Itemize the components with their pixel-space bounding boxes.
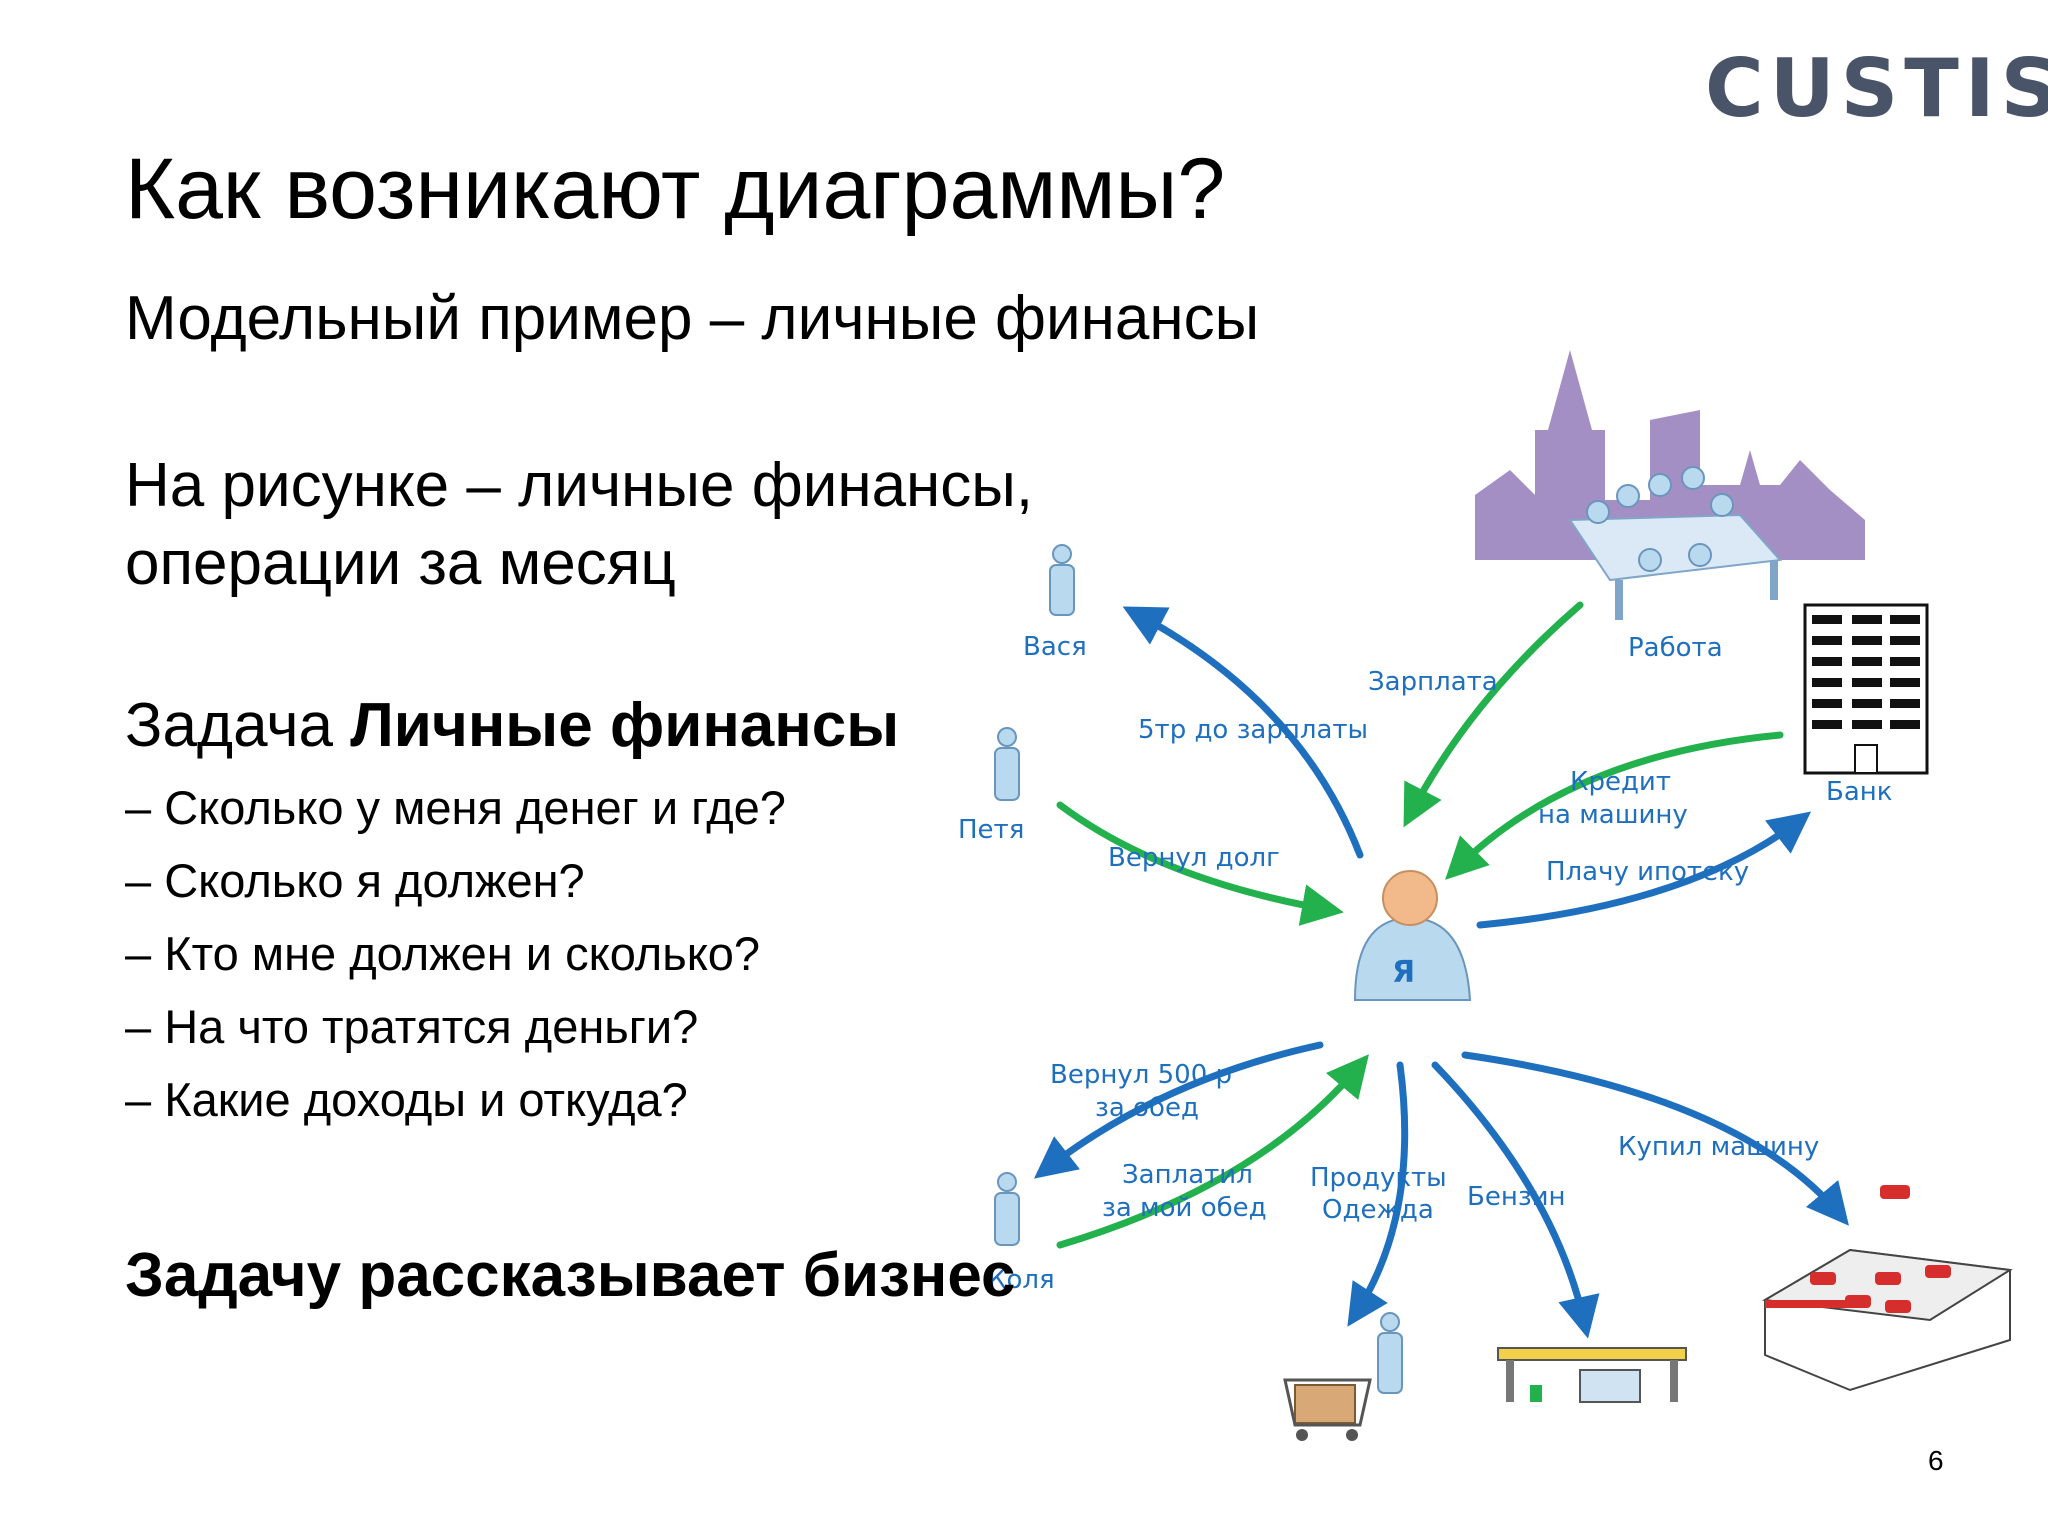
arrow-groceries [1347,1061,1409,1327]
task-prefix: Задача [125,691,334,760]
footer-statement: Задачу рассказывает бизнес [125,1241,1016,1310]
flow-label-credit-1: Кредит [1570,767,1671,797]
arrow-fuel [1431,1061,1600,1339]
node-label-petya: Петя [958,815,1024,845]
description-line-2: операции за месяц [125,529,676,598]
flow-label-groceries-1: Продукты [1310,1163,1447,1193]
flow-label-loan: 5тр до зарплаты [1138,715,1368,745]
bank-building-icon [1803,603,1929,775]
center-person-icon: Я [1353,870,1472,1001]
custis-logo: CUSTIS® [1705,42,2048,135]
flow-label-paid-lunch-1: Заплатил [1122,1160,1253,1190]
node-label-kolya: Коля [988,1265,1055,1295]
city-skyline-icon [1475,350,1865,560]
question-item: – На что тратятся деньги? [125,1000,699,1053]
flow-label-salary: Зарплата [1368,667,1498,697]
center-person-label: Я [1392,955,1415,990]
node-label-work: Работа [1628,633,1723,663]
question-list: – Сколько у меня денег и где? – Сколько … [125,778,786,1143]
meeting-table-icon [1568,466,1783,620]
node-label-vasya: Вася [1023,632,1087,662]
flow-label-mortgage: Плачу ипотеку [1546,857,1749,887]
gas-station-icon [1497,1347,1687,1403]
description: На рисунке – личные финансы, операции за… [125,447,1033,603]
question-item: – Какие доходы и откуда? [125,1073,688,1126]
arrow-loan-to-vasya [1122,606,1364,859]
slide-subtitle: Модельный пример – личные финансы [125,284,1260,353]
description-line-1: На рисунке – личные финансы, [125,451,1034,520]
question-item: – Сколько я должен? [125,854,585,907]
arrow-paid-lunch [1056,1054,1369,1249]
slide-title: Как возникают диаграммы? [125,141,1226,237]
task-heading: Задача Личные финансы [125,690,899,761]
flow-label-returned-debt: Вернул долг [1108,843,1280,873]
node-label-bank: Банк [1826,777,1892,807]
flow-label-returned-500-2: за обед [1095,1093,1199,1123]
arrow-car [1461,1051,1849,1226]
question-item: – Кто мне должен и сколько? [125,927,761,980]
arrow-mortgage [1476,811,1812,929]
arrow-returned-debt [1056,801,1344,926]
task-name: Личные финансы [350,691,900,760]
flow-label-paid-lunch-2: за мой обед [1102,1193,1267,1223]
arrow-returned-500 [1033,1041,1324,1179]
car-dealership-icon [1761,1185,2013,1392]
question-item: – Сколько у меня денег и где? [125,781,786,834]
flow-label-car: Купил машину [1618,1132,1819,1162]
shopping-cart-icon [1283,1312,1403,1441]
flow-label-fuel: Бензин [1467,1182,1566,1212]
flow-label-returned-500-1: Вернул 500 р [1050,1060,1232,1090]
person-petya-icon [994,727,1020,801]
arrow-credit [1445,731,1784,880]
flow-arrows [1033,601,1849,1339]
flow-label-groceries-2: Одежда [1322,1195,1434,1225]
person-kolya-icon [994,1172,1020,1246]
arrow-salary [1403,601,1584,828]
flow-label-credit-2: на машину [1538,800,1688,830]
page-number: 6 [1928,1445,1944,1476]
person-vasya-icon [1049,544,1075,616]
